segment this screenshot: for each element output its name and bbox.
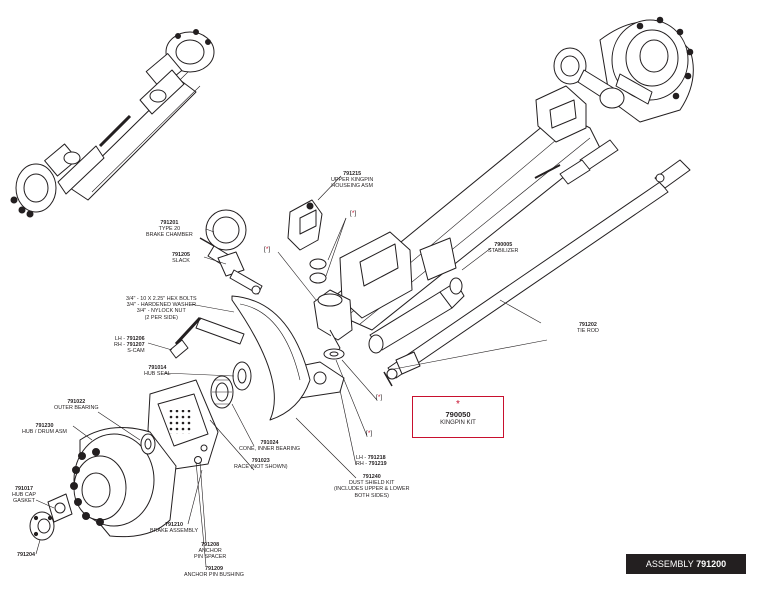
hub-seal	[232, 361, 252, 391]
callout-791017: 791017 HUB CAP GASKET	[12, 486, 36, 505]
kingpin-kit-marker: [*]	[264, 246, 271, 253]
hub-drum	[70, 427, 177, 538]
callout-791215: 791215 UPPER KINGPIN HOUSEING ASM	[331, 171, 374, 190]
callout-791024: 791024 CONE, INNER BEARING	[239, 440, 301, 453]
callout-791208: 791208 ANCHOR PIN SPACER	[194, 542, 227, 561]
leader-lines	[35, 175, 548, 567]
callout-791022: 791022 OUTER BEARING	[54, 399, 99, 412]
inner-bearing-cone	[210, 375, 234, 409]
callout-791210: 791210 BRAKE ASSEMBLY	[150, 522, 199, 535]
assembly-badge: ASSEMBLY 791200	[626, 554, 746, 574]
callout-791023: 791023 RACE (NOT SHOWN)	[234, 458, 288, 471]
kingpin-kit-marker: [*]	[376, 394, 383, 401]
axle-beam	[329, 85, 601, 331]
hub-cap	[29, 511, 55, 541]
stabilizer	[368, 139, 619, 354]
right-hub-drum	[553, 16, 694, 123]
callout-791209: 791209 ANCHOR PIN BUSHING	[184, 566, 244, 579]
overview-axle	[10, 29, 215, 218]
callout-791230: 791230 HUB / DRUM ASM	[22, 423, 67, 436]
tie-rod	[383, 159, 691, 387]
outer-bearing	[140, 433, 156, 455]
callout-790005: 790005 STABILIZER	[488, 242, 519, 255]
s-cam	[169, 316, 245, 359]
dust-shield	[231, 295, 311, 421]
callout-791201: 791201 TYPE 20 BRAKE CHAMBER	[146, 220, 193, 239]
upper-kingpin-housing	[287, 199, 327, 284]
callout-dust-shield: LH - 791218 RH - 791219	[356, 455, 387, 468]
callout-hex-bolts: 3/4" - 10 X 2.25" HEX BOLTS 3/4" - HARDE…	[126, 296, 197, 321]
callout-791204: 791204	[17, 552, 35, 558]
callout-791240: 791240 DUST SHIELD KIT (INCLUDES UPPER &…	[334, 474, 410, 499]
kingpin-kit-marker: [*]	[350, 210, 357, 217]
kingpin-kit-box: * 790050 KINGPIN KIT	[412, 396, 504, 438]
slack-adjuster	[217, 251, 263, 295]
steering-knuckle	[313, 289, 353, 360]
hub-cap-gasket	[47, 493, 73, 523]
callout-791014: 791014 HUB SEAL	[144, 365, 171, 378]
callout-791202: 791202 TIE ROD	[577, 322, 599, 335]
kingpin-kit-marker: [*]	[366, 430, 373, 437]
callout-s-cam: LH - 791206 RH - 791207 S-CAM	[114, 336, 145, 355]
brake-assembly	[147, 379, 219, 471]
callout-791205: 791205 SLACK	[172, 252, 190, 265]
